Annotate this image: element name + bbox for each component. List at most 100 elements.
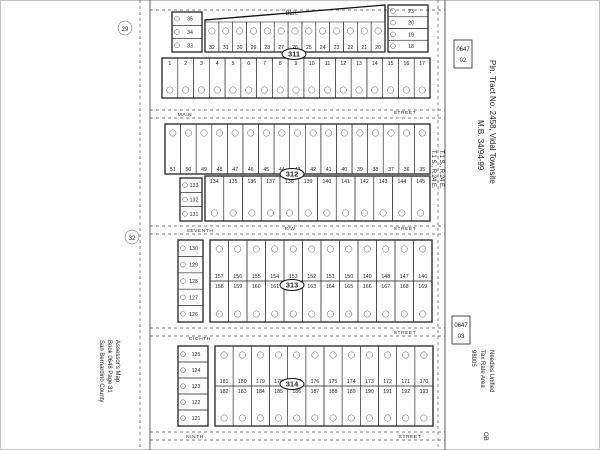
assessor-line1: Assessor's Map bbox=[114, 340, 120, 383]
parcel-circle bbox=[263, 27, 271, 35]
parcel-circle bbox=[400, 310, 408, 318]
parcel-circle bbox=[245, 86, 253, 94]
parcel-circle bbox=[329, 414, 337, 422]
parcel-circle bbox=[292, 86, 300, 94]
survey-note: T.1 S., R.24 E. bbox=[438, 150, 444, 189]
lot-number: 134 bbox=[210, 179, 219, 185]
parcel-circle bbox=[420, 351, 428, 359]
lot-number: 178 bbox=[274, 379, 283, 385]
parcel-circle bbox=[271, 245, 279, 253]
parcel-circle bbox=[324, 86, 331, 94]
parcel-circle bbox=[234, 310, 242, 318]
parcel-circle bbox=[365, 414, 373, 422]
parcel-circle bbox=[387, 129, 395, 137]
lot-number: 37 bbox=[388, 167, 394, 173]
lot-number: 136 bbox=[248, 179, 257, 185]
lot-number: 144 bbox=[398, 179, 407, 185]
lot-number: 7 bbox=[263, 61, 266, 67]
parcel-circle bbox=[418, 86, 426, 94]
parcel-circle bbox=[216, 129, 224, 137]
lot-number: 161 bbox=[270, 284, 279, 290]
lot-number: 152 bbox=[307, 274, 316, 280]
lot-number: 153 bbox=[289, 274, 298, 280]
lot-number: 189 bbox=[347, 389, 356, 395]
parcel-circle bbox=[275, 414, 283, 422]
parcel-circle bbox=[333, 27, 340, 35]
parcel-circle bbox=[293, 351, 301, 359]
parcel-circle bbox=[276, 86, 284, 94]
parcel-lot bbox=[179, 206, 203, 222]
lot-number: 11 bbox=[325, 61, 330, 67]
parcel-circle bbox=[275, 351, 283, 359]
lot-number: 181 bbox=[220, 379, 229, 385]
parcel-circle bbox=[180, 383, 186, 389]
parcel-circle bbox=[363, 245, 371, 253]
lot-number: 126 bbox=[189, 312, 198, 318]
parcel-circle bbox=[363, 310, 371, 318]
street-label-seventh: SEVENTH bbox=[187, 228, 214, 234]
parcel-lot bbox=[171, 38, 203, 53]
lot-number: 151 bbox=[326, 274, 335, 280]
lot-number: 15 bbox=[388, 61, 394, 67]
lot-number: 2 bbox=[184, 61, 187, 67]
lot-number: 32 bbox=[209, 45, 215, 51]
lot-number: 190 bbox=[365, 389, 374, 395]
lot-number: 175 bbox=[329, 379, 338, 385]
parcel-lot bbox=[410, 175, 431, 222]
parcel-circle bbox=[419, 245, 427, 253]
parcel-circle bbox=[234, 245, 242, 253]
parcel-circle bbox=[293, 414, 301, 422]
parcel-circle bbox=[402, 351, 410, 359]
lot-number: 1 bbox=[168, 61, 171, 67]
parcel-circle bbox=[382, 245, 390, 253]
lot-number: 40 bbox=[341, 167, 347, 173]
parcel-circle bbox=[323, 209, 331, 217]
rate-area-line2: Tax Rate Area bbox=[479, 350, 485, 388]
lot-number: 147 bbox=[400, 274, 409, 280]
lot-number: 146 bbox=[418, 274, 427, 280]
parcel-circle bbox=[256, 414, 264, 422]
parcel-circle bbox=[236, 27, 244, 35]
lot-number: 168 bbox=[400, 284, 409, 290]
blk-label: BLK. bbox=[285, 11, 298, 17]
lot-number: 139 bbox=[304, 179, 313, 185]
lot-number: 19 bbox=[408, 32, 414, 38]
parcel-circle bbox=[345, 310, 353, 318]
lot-number: 159 bbox=[233, 284, 242, 290]
lot-number: 41 bbox=[326, 167, 332, 173]
parcel-lot bbox=[414, 385, 434, 427]
parcel-circle bbox=[238, 351, 246, 359]
lot-number: 26 bbox=[292, 45, 298, 51]
lot-number: 33 bbox=[187, 43, 193, 49]
block-number: 314 bbox=[286, 380, 299, 389]
lot-number: 23 bbox=[334, 45, 340, 51]
parcel-circle bbox=[166, 86, 174, 94]
street-label: STREET bbox=[394, 330, 417, 336]
parcel-circle bbox=[213, 86, 221, 94]
page-ref-bottom: 02 bbox=[460, 58, 467, 64]
parcel-circle bbox=[180, 245, 186, 251]
lot-number: 158 bbox=[215, 284, 224, 290]
parcel-circle bbox=[402, 414, 410, 422]
lot-number: 49 bbox=[201, 167, 207, 173]
block-number: 312 bbox=[286, 170, 299, 179]
lot-number: 137 bbox=[266, 179, 275, 185]
parcel-circle bbox=[390, 31, 396, 38]
lot-number: 142 bbox=[360, 179, 369, 185]
parcel-circle bbox=[291, 27, 299, 35]
lot-number: 20 bbox=[375, 45, 381, 51]
lot-number: 14 bbox=[372, 61, 378, 67]
parcel-circle bbox=[174, 29, 180, 35]
lot-number: 50 bbox=[185, 167, 191, 173]
parcel-circle bbox=[252, 310, 260, 318]
parcel-circle bbox=[402, 86, 410, 94]
parcel-circle bbox=[220, 414, 228, 422]
lot-number: 156 bbox=[233, 274, 242, 280]
lot-number: 42 bbox=[310, 167, 316, 173]
lot-number: 30 bbox=[237, 45, 243, 51]
lot-number: 133 bbox=[190, 183, 199, 189]
lot-number: 6 bbox=[247, 61, 250, 67]
parcel-circle bbox=[180, 311, 186, 317]
parcel-circle bbox=[277, 27, 285, 35]
lot-number: 172 bbox=[383, 379, 392, 385]
